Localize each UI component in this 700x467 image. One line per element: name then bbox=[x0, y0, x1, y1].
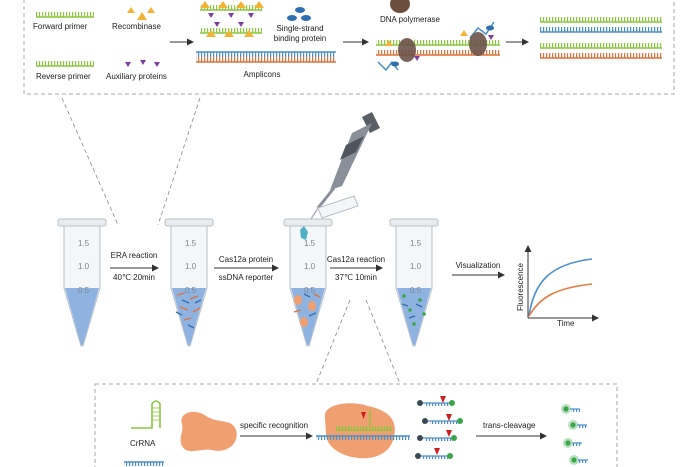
tube1-tick-1-5: 1.5 bbox=[78, 239, 90, 248]
tube2-tick-1-5: 1.5 bbox=[185, 239, 197, 248]
cas12a-mechanism-panel bbox=[94, 383, 618, 467]
tube4-tick-0-5: 0.5 bbox=[410, 286, 422, 295]
auxiliary-proteins-label: Auxiliary proteins bbox=[106, 72, 167, 81]
specific-recognition-label: specific recognition bbox=[240, 421, 309, 430]
reverse-primer-label: Reverse primer bbox=[36, 72, 91, 81]
tube-2 bbox=[164, 218, 214, 347]
trans-cleavage-label: trans-cleavage bbox=[483, 421, 536, 430]
forward-primer-label: Forward primer bbox=[33, 22, 88, 31]
tube3-tick-1-0: 1.0 bbox=[304, 262, 316, 271]
polymerase-extension bbox=[376, 0, 500, 72]
zoom-line-bottom-left bbox=[315, 299, 351, 385]
auxiliary-proteins-icon bbox=[125, 60, 160, 67]
plot-xlabel: Time bbox=[557, 319, 575, 328]
fluorescence-plot bbox=[524, 245, 599, 322]
reverse-primer-icon bbox=[36, 61, 94, 67]
tube4-tick-1-0: 1.0 bbox=[410, 262, 422, 271]
tube2-tick-0-5: 0.5 bbox=[185, 286, 197, 295]
tube-4 bbox=[389, 218, 439, 347]
cas12a-protein-icon bbox=[180, 411, 237, 452]
primer-recombinase-complex bbox=[200, 1, 264, 37]
zoom-line-right bbox=[157, 97, 201, 226]
forward-primer-icon bbox=[36, 12, 94, 18]
tube-1 bbox=[57, 218, 107, 347]
curve-blue bbox=[528, 258, 593, 317]
recombinase-label: Recombinase bbox=[112, 22, 161, 31]
step4-label: Visualization bbox=[455, 261, 501, 270]
amplicons-label: Amplicons bbox=[243, 70, 281, 79]
step1-conditions: 40℃ 20min bbox=[113, 273, 155, 282]
tube3-tick-1-5: 1.5 bbox=[304, 239, 316, 248]
ssb-label-line2: binding protein bbox=[273, 34, 327, 43]
tube-3 bbox=[283, 195, 359, 347]
step1-label: ERA reaction bbox=[110, 251, 158, 260]
curve-orange bbox=[528, 283, 593, 317]
tube1-tick-0-5: 0.5 bbox=[78, 286, 90, 295]
reporters-intact bbox=[415, 396, 463, 459]
cas12a-complex-icon bbox=[316, 403, 410, 459]
tube1-tick-1-0: 1.0 bbox=[78, 262, 90, 271]
dna-polymerase-label: DNA polymerase bbox=[379, 15, 441, 24]
step2-line1: Cas12a protein bbox=[218, 255, 274, 264]
zoom-line-left bbox=[61, 97, 119, 226]
recombinase-icon bbox=[127, 7, 155, 20]
era-mechanism-panel bbox=[23, 0, 675, 95]
plot-ylabel: Fluorescence bbox=[516, 262, 526, 312]
crrna-icon bbox=[124, 400, 164, 466]
tube4-tick-1-5: 1.5 bbox=[410, 239, 422, 248]
step2-line2: ssDNA reporter bbox=[218, 273, 274, 282]
cleaved-reporters bbox=[561, 404, 588, 465]
amplicons-template bbox=[196, 51, 336, 63]
pipette-icon bbox=[310, 112, 380, 220]
ssb-icon bbox=[287, 7, 311, 21]
step3-label: Cas12a reaction bbox=[326, 255, 386, 264]
ssb-label-line1: Single-strand bbox=[276, 24, 324, 33]
amplified-products bbox=[540, 17, 662, 59]
zoom-line-bottom-right bbox=[365, 299, 401, 385]
tube2-tick-1-0: 1.0 bbox=[185, 262, 197, 271]
tube3-tick-0-5: 0.5 bbox=[304, 286, 316, 295]
crrna-label: CrRNA bbox=[130, 439, 156, 448]
step3-conditions: 37℃ 10min bbox=[335, 273, 377, 282]
